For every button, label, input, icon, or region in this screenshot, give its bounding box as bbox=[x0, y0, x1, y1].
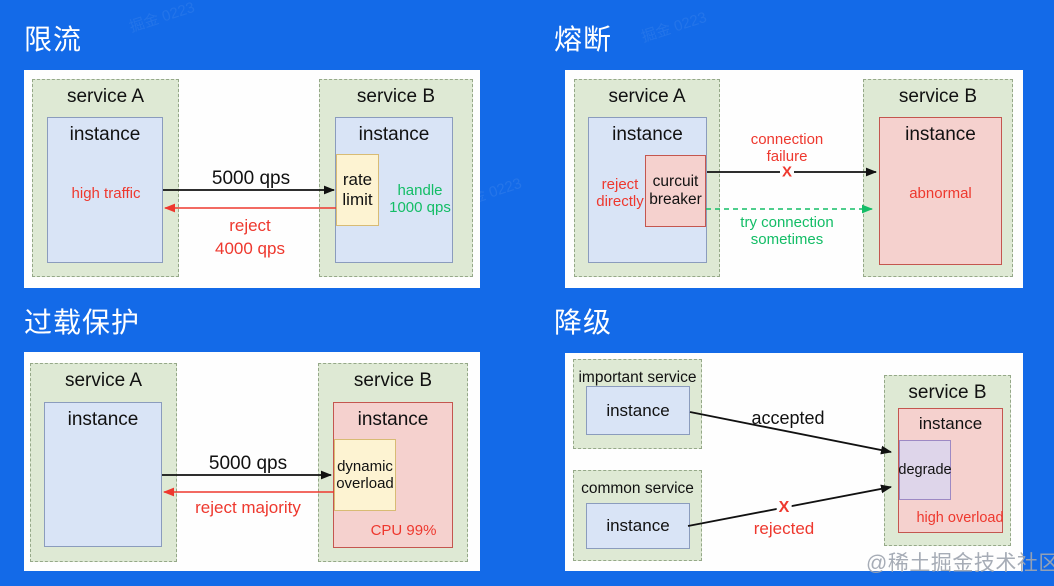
instance-label: instance bbox=[358, 124, 430, 145]
instance-label: instance bbox=[69, 124, 141, 145]
service-b-instance-box: instance bbox=[335, 117, 453, 263]
high-traffic-note: high traffic bbox=[71, 185, 141, 202]
section-title-circuit-break: 熔断 bbox=[554, 24, 613, 55]
faint-watermark: 掘金 0223 bbox=[127, 0, 197, 36]
failure-x-mark: X bbox=[779, 163, 795, 181]
service-a-label: service A bbox=[66, 86, 145, 107]
service-b-label: service B bbox=[908, 382, 987, 403]
reject-directly-note: reject directly bbox=[596, 176, 644, 211]
rate-limit-diagram: service A service B instance instance hi… bbox=[24, 70, 480, 288]
important-instance-box: instance bbox=[586, 386, 690, 435]
handle-qps-note: handle 1000 qps bbox=[389, 182, 451, 217]
circuit-break-diagram: service A service B instance instance re… bbox=[565, 70, 1023, 288]
instance-label: instance bbox=[905, 124, 976, 145]
arrows-layer bbox=[162, 470, 334, 497]
accepted-label: accepted bbox=[751, 408, 825, 428]
high-overload-note: high overload bbox=[916, 510, 1004, 526]
service-a-instance-box: instance bbox=[47, 117, 163, 263]
common-service-label: common service bbox=[581, 480, 694, 497]
instance-label: instance bbox=[918, 414, 983, 433]
degrade-box: degrade bbox=[898, 440, 952, 500]
service-b-instance-box: instance bbox=[879, 117, 1002, 265]
back-arrow-label: reject 4000 qps bbox=[215, 216, 285, 258]
instance-label: instance bbox=[67, 409, 139, 430]
service-a-label: service A bbox=[608, 86, 686, 107]
try-connection-label: try connection sometimes bbox=[740, 214, 834, 249]
forward-arrow-label: 5000 qps bbox=[211, 168, 291, 189]
forward-arrow-label: 5000 qps bbox=[208, 453, 288, 474]
degrade-diagram: important service instance common servic… bbox=[565, 353, 1023, 571]
instance-label: instance bbox=[357, 409, 429, 430]
service-b-label: service B bbox=[356, 86, 436, 107]
common-instance-box: instance bbox=[586, 503, 690, 549]
cpu-note: CPU 99% bbox=[370, 522, 437, 539]
instance-label: instance bbox=[606, 400, 670, 420]
juejin-watermark: @稀土掘金技术社区 bbox=[866, 552, 1054, 575]
rejected-label: rejected bbox=[753, 519, 815, 538]
service-b-label: service B bbox=[898, 86, 978, 107]
rate-limit-box: rate limit bbox=[336, 154, 379, 226]
faint-watermark: 掘金 0223 bbox=[639, 8, 709, 46]
service-a-instance-box: instance bbox=[44, 402, 162, 547]
section-title-degrade: 降级 bbox=[554, 307, 613, 338]
dynamic-overload-box: dynamic overload bbox=[334, 439, 396, 511]
overload-protect-diagram: service A service B instance instance dy… bbox=[24, 352, 480, 571]
section-title-overload-protect: 过载保护 bbox=[24, 307, 141, 338]
circuit-breaker-box: curcuit breaker bbox=[645, 155, 706, 227]
connection-failure-label: connection failure bbox=[750, 131, 824, 166]
instance-label: instance bbox=[606, 516, 670, 535]
important-service-label: important service bbox=[578, 369, 697, 386]
back-arrow-label: reject majority bbox=[195, 498, 301, 517]
arrows-layer bbox=[163, 185, 336, 213]
section-title-rate-limit: 限流 bbox=[24, 24, 83, 55]
service-b-label: service B bbox=[353, 370, 433, 391]
service-a-label: service A bbox=[64, 370, 143, 391]
instance-label: instance bbox=[612, 124, 683, 145]
abnormal-note: abnormal bbox=[909, 185, 972, 202]
rejected-x-mark: X bbox=[776, 499, 792, 516]
